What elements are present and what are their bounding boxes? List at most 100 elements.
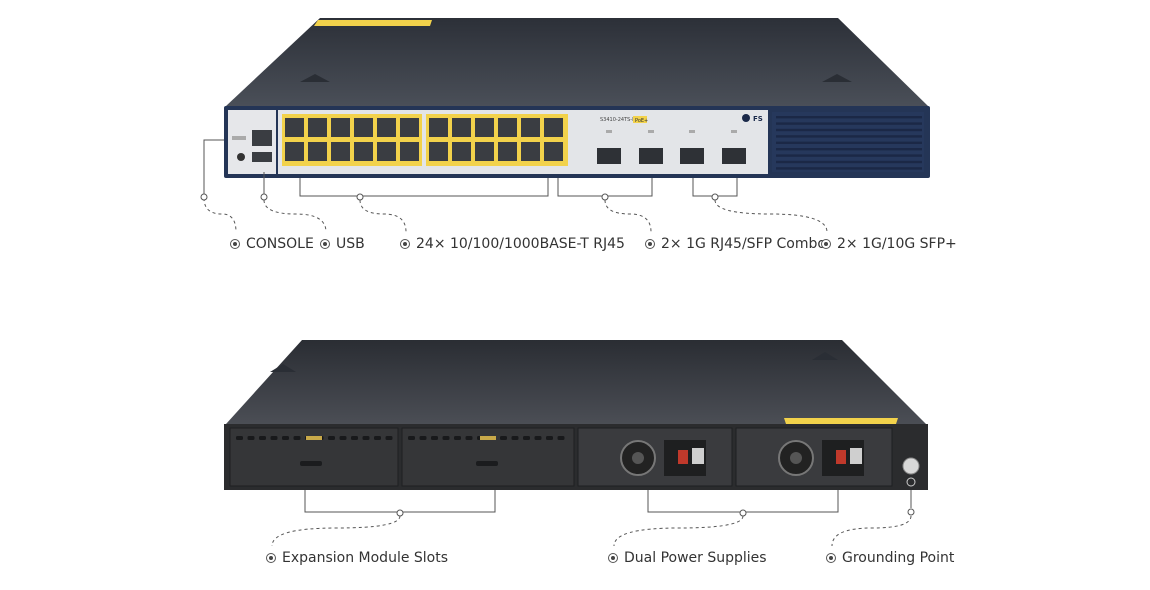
vent-slat — [776, 167, 922, 170]
rj45-port[interactable] — [285, 142, 304, 161]
rj45-port[interactable] — [400, 118, 419, 137]
slot-vent-hole — [500, 436, 507, 440]
rear-chassis-top — [226, 340, 926, 424]
callout-power: Dual Power Supplies — [608, 550, 767, 566]
power-supply-2[interactable] — [735, 427, 893, 487]
rj45-port[interactable] — [400, 142, 419, 161]
rj45-port[interactable] — [377, 142, 396, 161]
slot-vent-hole — [546, 436, 553, 440]
callout-expansion: Expansion Module Slots — [266, 550, 448, 566]
callout-sfp-plus: 2× 1G/10G SFP+ — [821, 236, 957, 252]
vent-slat — [776, 160, 922, 164]
rear-vent-mark — [270, 364, 296, 372]
slot-vent-hole — [270, 436, 278, 440]
rj45-port[interactable] — [354, 142, 373, 161]
sfp-led — [731, 130, 737, 133]
vent-slat — [776, 128, 922, 132]
slot-vent-hole — [328, 436, 335, 440]
callout-sfp-plus-label: 2× 1G/10G SFP+ — [837, 236, 957, 252]
rear-switch — [224, 340, 928, 490]
console-port[interactable] — [252, 130, 272, 146]
usb-port[interactable] — [252, 152, 272, 162]
rj45-port[interactable] — [544, 118, 563, 137]
slot-vent-hole — [374, 436, 381, 440]
rj45-port[interactable] — [521, 118, 540, 137]
top-label-strip — [314, 20, 432, 26]
slot-vent-hole — [247, 436, 255, 440]
slot-latch — [306, 436, 322, 440]
sfp-plus-port-1[interactable] — [680, 148, 704, 164]
bullet-icon — [608, 553, 618, 563]
callout-rj45-label: 24× 10/100/1000BASE-T RJ45 — [416, 236, 625, 252]
slot-vent-hole — [236, 436, 243, 440]
slot-vent-hole — [534, 436, 542, 440]
callout-expansion-label: Expansion Module Slots — [282, 550, 449, 566]
vent-slat — [776, 135, 922, 138]
bullet-icon — [266, 553, 276, 563]
rear-connector-nodes — [396, 508, 915, 517]
rj45-port[interactable] — [429, 118, 448, 137]
front-chassis-top — [226, 18, 928, 106]
callout-combo-label: 2× 1G RJ45/SFP Combo — [661, 236, 826, 252]
bullet-icon — [821, 239, 831, 249]
slot-vent-hole — [431, 436, 438, 440]
slot-latch — [480, 436, 496, 440]
sfp-led — [689, 130, 695, 133]
power-supply-1[interactable] — [577, 427, 733, 487]
rj45-port[interactable] — [429, 142, 448, 161]
callout-grounding: Grounding Point — [826, 550, 954, 566]
rj45-port[interactable] — [521, 142, 540, 161]
led-indicators — [232, 136, 246, 140]
front-vent — [772, 112, 924, 172]
slot-vent-hole — [511, 436, 519, 440]
psu-switch-icon — [678, 450, 688, 464]
rj45-port[interactable] — [308, 118, 327, 137]
slot-vent-hole — [385, 436, 393, 440]
model-label: S3410-24TS-P — [600, 117, 635, 123]
rj45-port[interactable] — [475, 118, 494, 137]
rj45-port[interactable] — [475, 142, 494, 161]
poe-badge-bg — [633, 116, 647, 123]
rj45-port[interactable] — [285, 118, 304, 137]
rj45-port[interactable] — [377, 118, 396, 137]
callout-grounding-label: Grounding Point — [842, 550, 955, 566]
fs-logo-icon — [742, 114, 750, 122]
callout-usb: USB — [320, 236, 365, 252]
rj45-port[interactable] — [498, 118, 517, 137]
slot-vent-hole — [454, 436, 461, 440]
rj45-port[interactable] — [354, 118, 373, 137]
rj45-port[interactable] — [331, 118, 350, 137]
reset-button[interactable] — [237, 153, 245, 161]
front-switch: S3410-24TS-P PoE+ FS — [224, 18, 930, 178]
grounding-screw-icon[interactable] — [902, 457, 920, 475]
callout-console-label: CONSOLE — [246, 236, 314, 252]
slot-vent-hole — [442, 436, 450, 440]
rj45-port[interactable] — [498, 142, 517, 161]
sfp-led — [606, 130, 612, 133]
rj45-port[interactable] — [544, 142, 563, 161]
rj45-group-left — [282, 114, 422, 166]
vent-mark-right — [822, 74, 852, 82]
rj45-port[interactable] — [308, 142, 327, 161]
sfp-plus-port-2[interactable] — [722, 148, 746, 164]
front-connector-nodes — [200, 193, 719, 201]
rear-connectors — [271, 490, 912, 547]
bullet-icon — [645, 239, 655, 249]
vent-mark-left — [300, 74, 330, 82]
callout-console: CONSOLE — [230, 236, 314, 252]
slot-vent-hole — [282, 436, 289, 440]
sfp-combo-port-2[interactable] — [639, 148, 663, 164]
slot-vent-hole — [465, 436, 473, 440]
rj45-port[interactable] — [331, 142, 350, 161]
slot-vent-hole — [293, 436, 301, 440]
slot-vent-hole — [557, 436, 565, 440]
slot-vent-hole — [259, 436, 266, 440]
slot-handle — [476, 461, 498, 466]
ground-symbol-icon — [906, 477, 916, 487]
poe-badge: PoE+ — [635, 118, 648, 124]
rj45-port[interactable] — [452, 142, 471, 161]
rear-label-strip — [784, 418, 898, 424]
rj45-port[interactable] — [452, 118, 471, 137]
sfp-led — [648, 130, 654, 133]
sfp-combo-port-1[interactable] — [597, 148, 621, 164]
